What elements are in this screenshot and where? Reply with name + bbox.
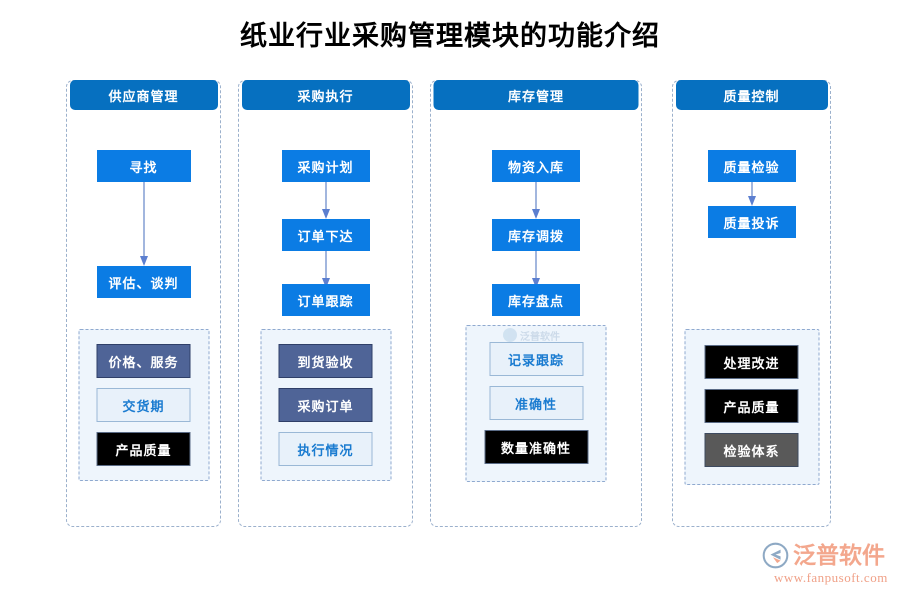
brand-logo: 泛普软件 www.fanpusoft.com <box>762 542 892 590</box>
attr-box-product-quality-qc[interactable]: 产品质量 <box>704 389 799 423</box>
attr-box-quantity-accuracy[interactable]: 数量准确性 <box>484 430 588 464</box>
flow-box-purchase-plan[interactable]: 采购计划 <box>281 150 370 182</box>
column-header-supplier-management[interactable]: 供应商管理 <box>69 80 218 110</box>
attribute-panel-quality: 处理改进 产品质量 检验体系 <box>684 329 819 485</box>
attr-box-handling-improvement[interactable]: 处理改进 <box>704 345 799 379</box>
attr-box-purchase-order[interactable]: 采购订单 <box>278 388 373 422</box>
attr-box-product-quality[interactable]: 产品质量 <box>96 432 191 466</box>
arrow-transfer-to-stocktake <box>532 251 540 288</box>
page-title: 纸业行业采购管理模块的功能介绍 <box>240 21 660 51</box>
arrow-inspection-to-complaint <box>747 182 756 206</box>
brand-url: www.fanpusoft.com <box>774 570 888 585</box>
diagram-board: 供应商管理 寻找 评估、谈判 价格、服务 交货期 产品质量 采购执行 采购计划 … <box>0 80 900 530</box>
attr-box-inspection-system[interactable]: 检验体系 <box>704 433 799 467</box>
column-quality-control: 质量控制 质量检验 质量投诉 处理改进 产品质量 检验体系 <box>672 80 831 527</box>
flow-box-inventory-transfer[interactable]: 库存调拨 <box>492 219 580 251</box>
column-header-purchase-execution[interactable]: 采购执行 <box>241 80 410 110</box>
flow-box-order-tracking[interactable]: 订单跟踪 <box>281 284 370 316</box>
attribute-panel-execution: 到货验收 采购订单 执行情况 <box>260 329 391 481</box>
flow-box-quality-complaint[interactable]: 质量投诉 <box>707 206 796 238</box>
attr-box-record-tracking[interactable]: 记录跟踪 <box>489 342 583 376</box>
flow-box-order-issue[interactable]: 订单下达 <box>281 219 370 251</box>
fanpu-logo-icon <box>762 542 789 569</box>
brand-name: 泛普软件 <box>793 542 885 568</box>
attr-box-delivery-time[interactable]: 交货期 <box>96 388 191 422</box>
flow-box-search[interactable]: 寻找 <box>96 150 191 182</box>
attribute-panel-inventory: 记录跟踪 准确性 数量准确性 <box>465 325 607 482</box>
flow-box-inventory-stocktake[interactable]: 库存盘点 <box>492 284 580 316</box>
arrow-order-to-tracking <box>321 251 330 288</box>
attribute-panel-supplier: 价格、服务 交货期 产品质量 <box>78 329 209 481</box>
attr-box-price-service[interactable]: 价格、服务 <box>96 344 191 378</box>
flow-box-evaluate-negotiate[interactable]: 评估、谈判 <box>96 266 191 298</box>
arrow-inbound-to-transfer <box>532 182 540 219</box>
arrow-search-to-evaluate <box>139 182 148 266</box>
attr-box-goods-acceptance[interactable]: 到货验收 <box>278 344 373 378</box>
column-purchase-execution: 采购执行 采购计划 订单下达 订单跟踪 到货验收 采购订单 执行情况 <box>238 80 413 527</box>
attr-box-execution-status[interactable]: 执行情况 <box>278 432 373 466</box>
attr-box-accuracy[interactable]: 准确性 <box>489 386 583 420</box>
arrow-plan-to-order <box>321 182 330 219</box>
column-inventory-management: 库存管理 物资入库 库存调拨 库存盘点 记录跟踪 准确性 数量准确性 <box>430 80 642 527</box>
column-supplier-management: 供应商管理 寻找 评估、谈判 价格、服务 交货期 产品质量 <box>66 80 221 527</box>
flow-box-quality-inspection[interactable]: 质量检验 <box>707 150 796 182</box>
flow-box-goods-inbound[interactable]: 物资入库 <box>492 150 580 182</box>
column-header-inventory-management[interactable]: 库存管理 <box>433 80 639 110</box>
column-header-quality-control[interactable]: 质量控制 <box>675 80 828 110</box>
